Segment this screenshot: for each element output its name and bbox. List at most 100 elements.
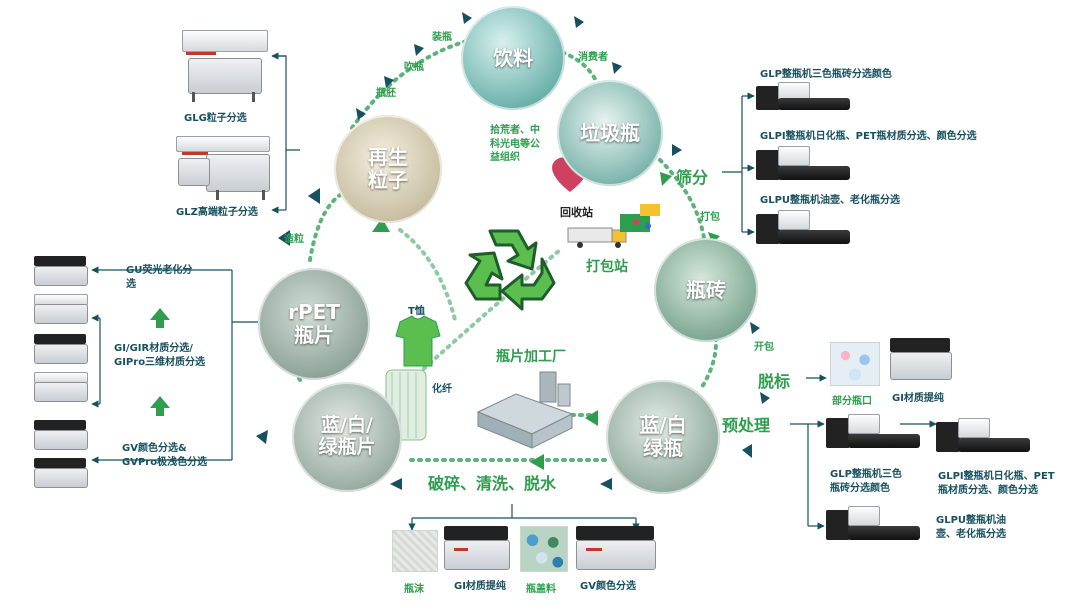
bracket-bottom [412, 504, 636, 519]
node-color-bottle-label: 蓝/白 绿瓶 [639, 413, 687, 460]
foam-swatch [392, 530, 438, 572]
chevron-mid-2 [384, 76, 394, 88]
label-foam: 瓶沫 [404, 584, 424, 595]
recycle-icon [464, 229, 556, 311]
machine-glpi-bot [936, 418, 1032, 458]
label-unpacking: 开包 [754, 342, 774, 353]
node-bottle-brick: 瓶砖 [654, 238, 758, 342]
machine-glpu-bot [826, 506, 922, 546]
bracket-pretreat [790, 423, 809, 526]
node-color-bottle: 蓝/白 绿瓶 [606, 380, 720, 494]
machine-glpi-top [756, 146, 852, 186]
machine-gu [34, 256, 88, 286]
node-rpet-flake: rPET 瓶片 [258, 268, 370, 380]
label-screening: 筛分 [676, 168, 709, 187]
arrow-gi-up-2 [150, 396, 170, 416]
label-glz: GLZ高端粒子分选 [176, 207, 258, 218]
machine-glz [176, 136, 272, 200]
part-cap-swatch [830, 342, 880, 386]
chevron-top-2 [574, 16, 584, 28]
label-part-cap: 部分瓶口 [832, 396, 872, 407]
machine-gv-bottom [576, 526, 656, 574]
chevron-bottom-3 [390, 478, 402, 490]
node-drink: 饮料 [461, 6, 565, 110]
machine-gi-1 [34, 294, 88, 324]
chevron-right-2 [672, 144, 682, 156]
machine-gv-2 [34, 458, 88, 488]
cycle-dots-inner-2 [398, 228, 457, 322]
label-baling-station: 打包站 [586, 259, 628, 275]
arrow-bottle [585, 410, 598, 426]
label-preform: 瓶胚 [376, 88, 396, 99]
cycle-dots-right-2 [698, 328, 718, 392]
chevron-right-4 [760, 392, 770, 404]
machine-gi-2 [34, 334, 88, 364]
chevron-mid-3 [414, 44, 424, 56]
chevron-left-2 [278, 230, 290, 246]
label-glg: GLG粒子分选 [184, 113, 247, 124]
machine-glg [182, 30, 268, 102]
chevron-left-3 [308, 188, 320, 204]
label-glp-bot: GLP整瓶机三色 瓶砖分选颜色 [830, 469, 902, 494]
label-blowing: 吹瓶 [404, 62, 424, 73]
arrow-gi-up-1 [150, 308, 170, 328]
machine-gv-1 [34, 420, 88, 450]
chevron-right-3 [750, 322, 760, 334]
label-consumer: 消费者 [578, 52, 608, 63]
label-crushing: 破碎、清洗、脱水 [428, 474, 557, 493]
cycle-dots-top-left [350, 38, 472, 130]
machine-glp-bot [826, 414, 922, 454]
bracket-pellet [272, 55, 300, 210]
label-glpi-bot: GLPI整瓶机日化瓶、PET 瓶材质分选、颜色分选 [938, 471, 1055, 496]
label-gu: GU荧光老化分 选 [126, 265, 193, 290]
chevron-bottom-2 [600, 478, 612, 490]
truck-icon [567, 204, 660, 248]
bracket-rpet [231, 270, 258, 460]
label-plant: 瓶片加工厂 [496, 349, 566, 365]
arrow-fiber [372, 218, 390, 232]
label-charity: 拾荒者、中 科光电等公 益组织 [490, 125, 540, 163]
tshirt-icon [395, 315, 441, 367]
node-drink-label: 饮料 [493, 45, 533, 70]
cycle-dots-right [658, 158, 707, 247]
chevron-right-1 [612, 62, 622, 74]
chevron-bottom-1 [742, 444, 752, 458]
node-waste-bottle-label: 垃圾瓶 [580, 120, 640, 145]
factory-icon [476, 371, 574, 449]
label-cap: 瓶盖料 [526, 584, 556, 595]
label-gv-bottom: GV颜色分选 [580, 581, 636, 592]
arrow-screen [660, 172, 672, 186]
chevron-mid-1 [356, 108, 366, 120]
label-recycle-station: 回收站 [560, 206, 593, 219]
node-color-flake-label: 蓝/白/ 绿瓶片 [318, 414, 376, 458]
machine-gi-bottom [444, 526, 510, 574]
label-pretreat: 预处理 [722, 416, 771, 435]
node-bottle-brick-label: 瓶砖 [686, 277, 726, 302]
label-filling: 装瓶 [432, 32, 452, 43]
label-glpu-top: GLPU整瓶机油壶、老化瓶分选 [760, 195, 901, 206]
bracket-screen [722, 96, 743, 232]
machine-gi-purify [890, 338, 952, 384]
machine-glp-top [756, 82, 852, 114]
label-gi-gir: GI/GIR材质分选/ GIPro三维材质分选 [114, 343, 206, 368]
label-gv: GV颜色分选& GVPro极浅色分选 [122, 443, 208, 468]
node-rpet-flake-label: rPET 瓶片 [288, 300, 340, 347]
node-color-flake: 蓝/白/ 绿瓶片 [292, 382, 402, 492]
label-gi-purify: GI材质提纯 [892, 393, 944, 404]
label-gi-bottom: GI材质提纯 [454, 581, 506, 592]
machine-gi-3 [34, 372, 88, 402]
cap-swatch [520, 526, 568, 572]
chevron-left-1 [256, 430, 268, 444]
chevron-top-1 [462, 12, 472, 24]
node-waste-bottle: 垃圾瓶 [557, 80, 663, 186]
node-recycled-pellet-label: 再生 粒子 [368, 145, 408, 192]
machine-glpu-top [756, 210, 852, 250]
label-glpi-top: GLPI整瓶机日化瓶、PET瓶材质分选、颜色分选 [760, 131, 977, 142]
label-pelletizing: 造粒 [284, 234, 304, 245]
label-fiber: 化纤 [432, 384, 452, 395]
label-baling: 打包 [700, 212, 720, 223]
node-recycled-pellet: 再生 粒子 [334, 115, 442, 223]
arrow-plant [530, 454, 544, 470]
